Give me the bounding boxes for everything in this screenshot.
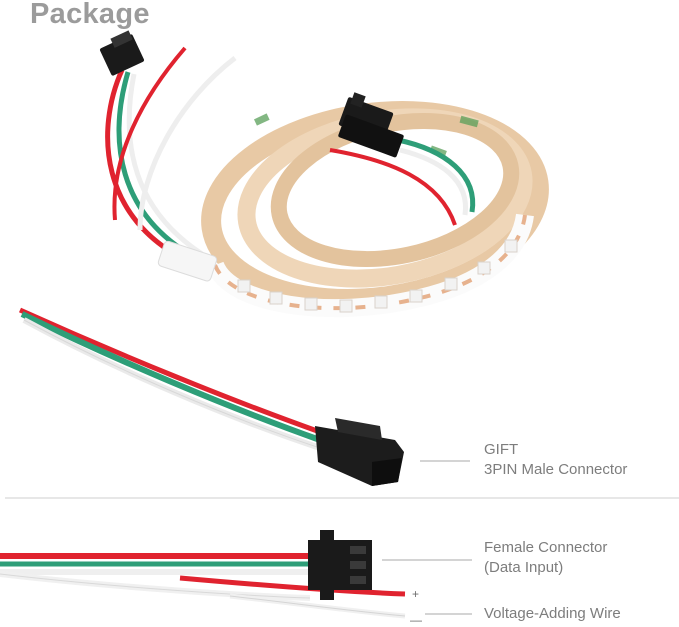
female-label-line2: (Data Input)	[484, 559, 564, 576]
female-label-line1: Female Connector	[484, 539, 608, 556]
strip-output-wires	[329, 137, 476, 226]
female-connector	[308, 530, 372, 600]
female-connector-label: Female Connector (Data Input)	[484, 538, 607, 578]
gift-label-line1: GIFT	[484, 441, 519, 458]
male-connector	[315, 418, 404, 486]
package-title: Package	[30, 0, 150, 30]
gift-label-line2: 3PIN Male Connector	[484, 461, 628, 478]
strip-input-connector	[100, 30, 144, 76]
gift-connector-wires	[18, 307, 322, 451]
plus-sign: +	[412, 587, 420, 601]
minus-sign: —	[410, 613, 422, 627]
female-connector-wires	[0, 553, 406, 619]
voltage-wire-label: Voltage-Adding Wire	[484, 605, 621, 622]
gift-label: GIFT 3PIN Male Connector	[484, 440, 627, 480]
strip-input-wires	[105, 46, 237, 282]
strip-output-connector	[338, 92, 404, 158]
